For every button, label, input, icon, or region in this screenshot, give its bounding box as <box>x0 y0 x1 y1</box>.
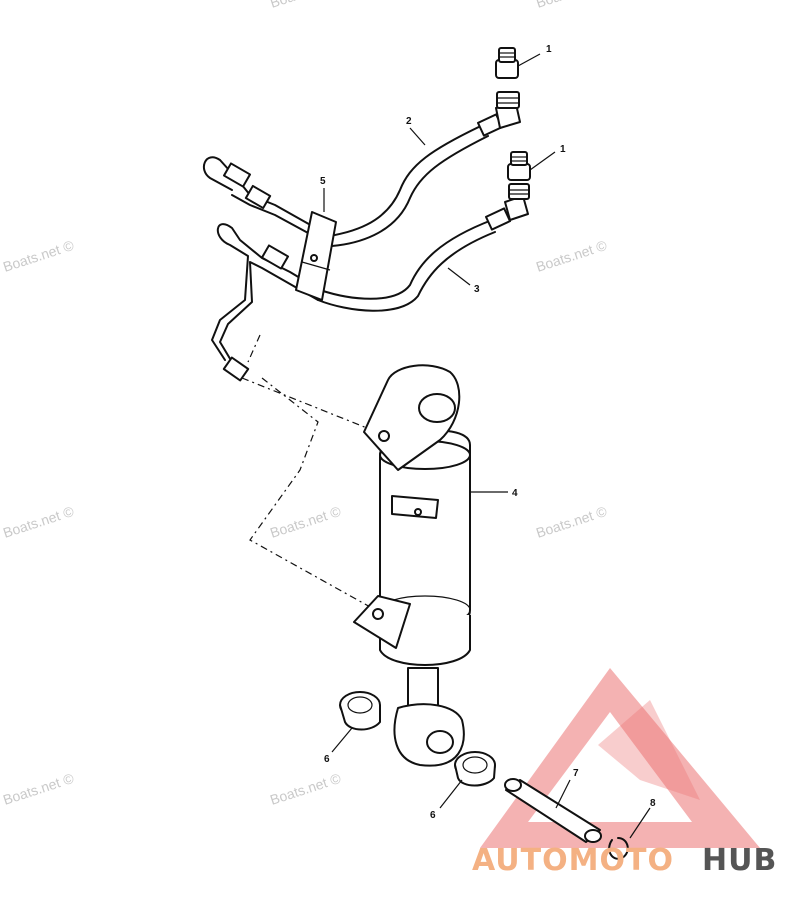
bent-tubes-left <box>202 156 333 382</box>
plug-part-1-upper <box>495 47 519 79</box>
automotohub-logo-mark <box>480 668 760 848</box>
callout-label: 1 <box>560 144 566 155</box>
logo-text-automoto: AUTOMOTO <box>472 843 674 878</box>
callout-label: 1 <box>546 44 552 55</box>
callout-label: 3 <box>474 284 480 295</box>
hose-part-2 <box>329 91 521 247</box>
logo-triangle-shape <box>480 668 760 848</box>
logo-text-hub: HUB <box>702 843 777 878</box>
leader-lines <box>323 53 651 839</box>
logo-inner-shape <box>598 700 700 800</box>
watermark: Boats.net © <box>1 770 76 808</box>
callout-label: 6 <box>430 810 436 821</box>
bushing-part-6-left <box>339 691 381 731</box>
watermark: Boats.net © <box>268 503 343 541</box>
watermark: Boats.net © <box>1 237 76 275</box>
callout-label: 4 <box>512 488 518 499</box>
hose-part-3 <box>317 183 530 312</box>
alignment-line-lower <box>247 334 373 609</box>
watermark: Boats.net © <box>534 503 609 541</box>
watermark: Boats.net © <box>1 503 76 541</box>
retaining-clip-part-8 <box>608 837 629 860</box>
pin-part-7 <box>504 778 602 843</box>
bushing-part-6-right <box>454 751 496 787</box>
watermark: Boats.net © <box>268 0 343 11</box>
callout-label: 8 <box>650 798 656 809</box>
watermark: Boats.net © <box>534 0 609 11</box>
callout-label: 5 <box>320 176 326 187</box>
callouts: 1 1 2 3 4 5 6 6 7 8 <box>320 44 656 821</box>
plug-part-1-lower <box>507 151 531 181</box>
automotohub-logo-text: AUTOMOTO HUB <box>472 843 777 878</box>
watermark: Boats.net © <box>268 770 343 808</box>
clamp-part-5 <box>295 211 337 301</box>
watermark: Boats.net © <box>534 237 609 275</box>
alignment-line-upper <box>241 377 373 431</box>
callout-label: 7 <box>573 768 579 779</box>
callout-label: 6 <box>324 754 330 765</box>
hydraulic-cylinder-part-4 <box>353 364 471 767</box>
callout-label: 2 <box>406 116 412 127</box>
